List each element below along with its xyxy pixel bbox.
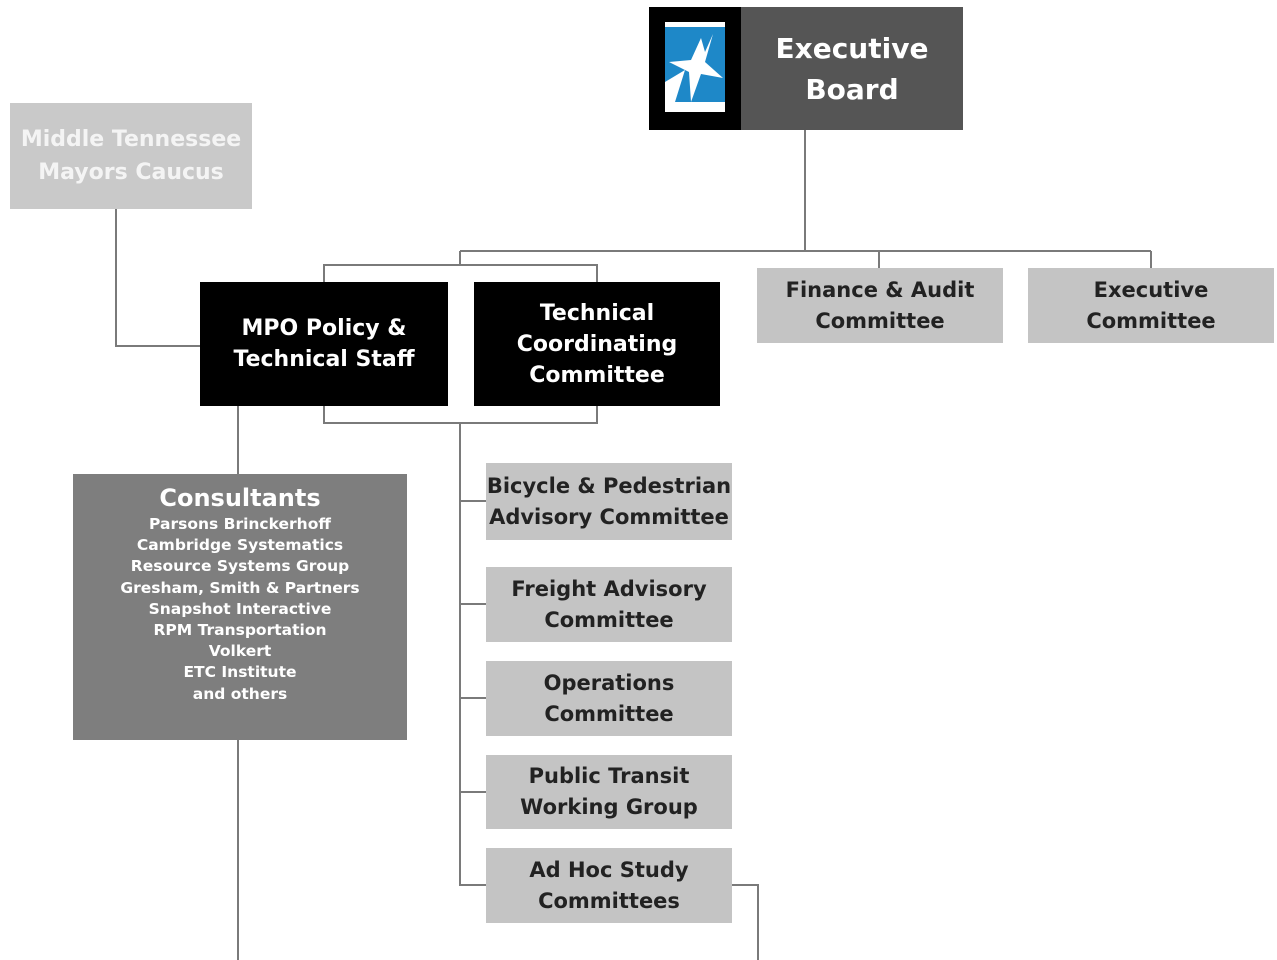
executive-board-line-1: Executive bbox=[775, 31, 929, 65]
operations-line-2: Committee bbox=[544, 701, 674, 726]
bike-ped-line-1: Bicycle & Pedestrian bbox=[486, 473, 732, 498]
operations-box: Operations Committee bbox=[486, 661, 732, 736]
executive-board: Executive Board bbox=[741, 7, 963, 130]
logo-tile bbox=[665, 22, 725, 112]
executive-board-line-2: Board bbox=[805, 72, 899, 106]
consultant-item: Snapshot Interactive bbox=[148, 599, 332, 618]
transit-box: Public Transit Working Group bbox=[486, 755, 732, 829]
executive-committee-box: Executive Committee bbox=[1028, 268, 1274, 343]
finance-audit-line-2: Committee bbox=[815, 308, 945, 333]
connector-pair-bottom bbox=[323, 406, 598, 424]
freight-line-1: Freight Advisory bbox=[511, 576, 707, 601]
mpo-staff-line-2: Technical Staff bbox=[233, 347, 415, 372]
consultants-box: Consultants Parsons Brinckerhoff Cambrid… bbox=[73, 474, 407, 740]
finance-audit-box: Finance & Audit Committee bbox=[757, 268, 1003, 343]
consultants-list: Parsons Brinckerhoff Cambridge Systemati… bbox=[120, 514, 359, 705]
consultant-item: ETC Institute bbox=[183, 663, 297, 682]
operations-line-1: Operations bbox=[543, 670, 675, 695]
mayors-caucus-line-2: Mayors Caucus bbox=[38, 160, 224, 185]
consultant-item: Parsons Brinckerhoff bbox=[149, 515, 331, 533]
bike-ped-line-2: Advisory Committee bbox=[489, 504, 729, 529]
transit-line-1: Public Transit bbox=[528, 764, 690, 788]
bike-ped-box: Bicycle & Pedestrian Advisory Committee bbox=[486, 463, 732, 540]
ad-hoc-line-1: Ad Hoc Study bbox=[529, 857, 689, 882]
connector-mayors bbox=[115, 209, 200, 347]
tcc-line-2: Coordinating bbox=[516, 331, 678, 357]
consultant-item: RPM Transportation bbox=[153, 621, 327, 640]
executive-committee-line-2: Committee bbox=[1086, 308, 1216, 333]
consultant-item: Resource Systems Group bbox=[130, 557, 350, 576]
ad-hoc-line-2: Committees bbox=[538, 888, 680, 913]
consultant-item: Gresham, Smith & Partners bbox=[120, 578, 360, 597]
executive-committee-line-1: Executive bbox=[1093, 277, 1209, 302]
transit-line-2: Working Group bbox=[520, 795, 698, 819]
mpo-staff-line-1: MPO Policy & bbox=[241, 316, 407, 341]
consultant-item: Volkert bbox=[208, 642, 272, 661]
finance-audit-line-1: Finance & Audit bbox=[785, 277, 975, 302]
connector-sub-spine bbox=[459, 423, 486, 886]
consultant-item: Cambridge Systematics bbox=[136, 536, 344, 555]
tcc-line-1: Technical bbox=[539, 300, 655, 326]
connector-adhoc-right bbox=[732, 884, 759, 960]
freight-line-2: Committee bbox=[544, 607, 674, 632]
consultants-title: Consultants bbox=[159, 484, 321, 512]
connector-pair-top bbox=[323, 264, 598, 282]
mayors-caucus-box: Middle Tennessee Mayors Caucus bbox=[10, 103, 252, 209]
ad-hoc-box: Ad Hoc Study Committees bbox=[486, 848, 732, 923]
mayors-caucus-line-1: Middle Tennessee bbox=[20, 127, 242, 152]
tcc-line-3: Committee bbox=[529, 362, 665, 388]
consultant-item: and others bbox=[192, 684, 288, 703]
mpo-staff-box: MPO Policy & Technical Staff bbox=[200, 282, 448, 406]
star-logo-icon bbox=[665, 27, 725, 102]
freight-box: Freight Advisory Committee bbox=[486, 567, 732, 642]
tcc-box: Technical Coordinating Committee bbox=[474, 282, 720, 406]
